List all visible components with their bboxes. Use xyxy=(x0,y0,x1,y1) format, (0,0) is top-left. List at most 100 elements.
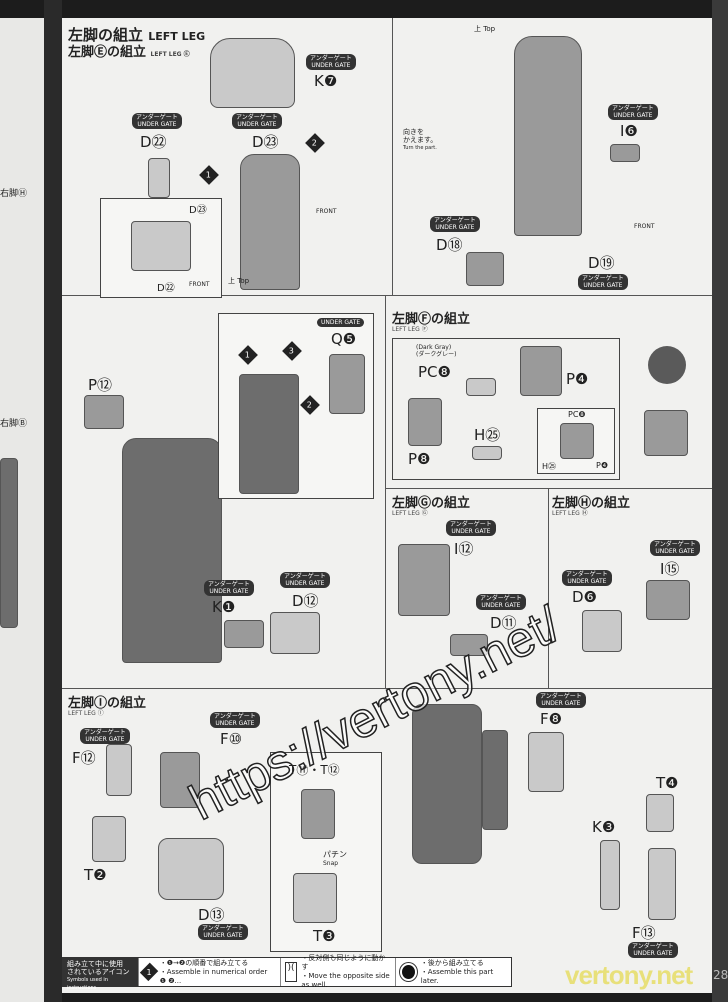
part-label: P❽ xyxy=(408,450,431,468)
part-label: F⑩ xyxy=(220,730,243,748)
part-label: D⑫ xyxy=(292,592,319,610)
part-d6 xyxy=(582,610,622,652)
step-number-3: 3 xyxy=(282,341,302,361)
part-label: T❹ xyxy=(656,774,679,792)
step-order-icon: 1 xyxy=(140,962,159,982)
part-illustration xyxy=(0,458,18,628)
part-h25 xyxy=(472,446,502,460)
step-number-2: 2 xyxy=(300,395,320,415)
part-assembled xyxy=(644,410,688,456)
part-p12 xyxy=(84,395,124,429)
part-t11-t12 xyxy=(301,789,335,839)
subsection-sub: LEFT LEG Ⓕ xyxy=(392,326,428,333)
mirror-side-icon: )( xyxy=(284,962,298,982)
subsection-title: 左脚Ⓘの組立 xyxy=(68,696,147,711)
part-label: K❼ xyxy=(314,72,338,90)
part-ball-joint xyxy=(648,346,686,384)
step-number-2: 2 xyxy=(305,133,325,153)
part-label: D⑬ xyxy=(198,906,225,924)
part-label: I⑮ xyxy=(660,560,680,578)
part-label: D⑱ xyxy=(436,236,463,254)
part-label: F⑬ xyxy=(632,924,656,942)
part-label: D⑪ xyxy=(490,614,517,632)
part-illustration xyxy=(160,752,200,808)
step-number-1: 1 xyxy=(238,345,258,365)
part-label: I❻ xyxy=(620,122,638,140)
part-d13 xyxy=(158,838,224,900)
section-title-en: LEFT LEG xyxy=(148,30,206,43)
color-note: (Dark Gray)(ダークグレー) xyxy=(416,344,457,358)
page-number: 28 xyxy=(713,968,728,982)
subsection-title: 左脚Ⓖの組立 xyxy=(392,496,471,511)
part-label: T❷ xyxy=(84,866,107,884)
part-k7 xyxy=(210,38,295,108)
part-label: D⑲ xyxy=(588,254,615,272)
part-d11 xyxy=(450,634,488,656)
part-f13 xyxy=(648,848,676,920)
part-leg-assembly xyxy=(122,438,222,663)
part-label: D❻ xyxy=(572,588,597,606)
detail-inset: D㉓ D㉒ FRONT xyxy=(100,198,222,298)
part-f12 xyxy=(106,744,132,796)
part-leg-assembly xyxy=(412,704,482,864)
instruction-page: 左脚の組立 LEFT LEG 左脚Ⓔの組立 LEFT LEG Ⓔ アンダーゲート… xyxy=(62,18,712,993)
part-label: D㉓ xyxy=(252,133,279,151)
part-illustration xyxy=(560,423,594,459)
part-illustration xyxy=(239,374,299,494)
part-f8 xyxy=(528,732,564,792)
prev-page-label: 右脚Ⓗ xyxy=(0,189,28,199)
part-d22 xyxy=(148,158,170,198)
top-indicator: 上 Top xyxy=(228,277,250,285)
prev-page-label: 右脚Ⓑ xyxy=(0,419,28,429)
subsection-sub: LEFT LEG Ⓖ xyxy=(392,510,428,517)
step-number-1: 1 xyxy=(199,165,219,185)
front-indicator: FRONT xyxy=(316,208,337,215)
part-label: F❽ xyxy=(540,710,563,728)
subsection-title: 左脚Ⓕの組立 xyxy=(392,312,471,327)
part-d12 xyxy=(270,612,320,654)
part-label: I⑫ xyxy=(454,540,474,558)
part-label: F⑫ xyxy=(72,749,96,767)
part-label: D㉒ xyxy=(140,133,167,151)
turn-note: 向きをかえます。Turn the part. xyxy=(403,128,438,151)
step-frame xyxy=(392,338,620,480)
subsection-title: 左脚Ⓗの組立 xyxy=(552,496,631,511)
watermark-site: vertony.net xyxy=(565,960,693,990)
part-t3 xyxy=(293,873,337,923)
part-t4 xyxy=(646,794,674,832)
part-t2 xyxy=(92,816,126,862)
part-leg-frame xyxy=(240,154,300,290)
front-indicator: FRONT xyxy=(634,223,655,230)
part-d18 xyxy=(466,252,504,286)
top-indicator: 上 Top xyxy=(474,25,496,33)
page-gutter xyxy=(44,0,62,1002)
part-i6 xyxy=(610,144,640,162)
part-label: P❹ xyxy=(566,370,589,388)
part-label: H㉕ xyxy=(474,426,501,444)
part-label: P⑫ xyxy=(88,376,113,394)
part-illustration xyxy=(131,221,191,271)
part-label: K❸ xyxy=(592,818,616,836)
part-label: PC❽ xyxy=(418,363,451,381)
subsection-title: 左脚Ⓔの組立 xyxy=(68,45,147,60)
subsection-sub: LEFT LEG Ⓔ xyxy=(150,51,190,58)
subsection-sub: LEFT LEG Ⓘ xyxy=(68,710,104,717)
part-pc8 xyxy=(466,378,496,396)
